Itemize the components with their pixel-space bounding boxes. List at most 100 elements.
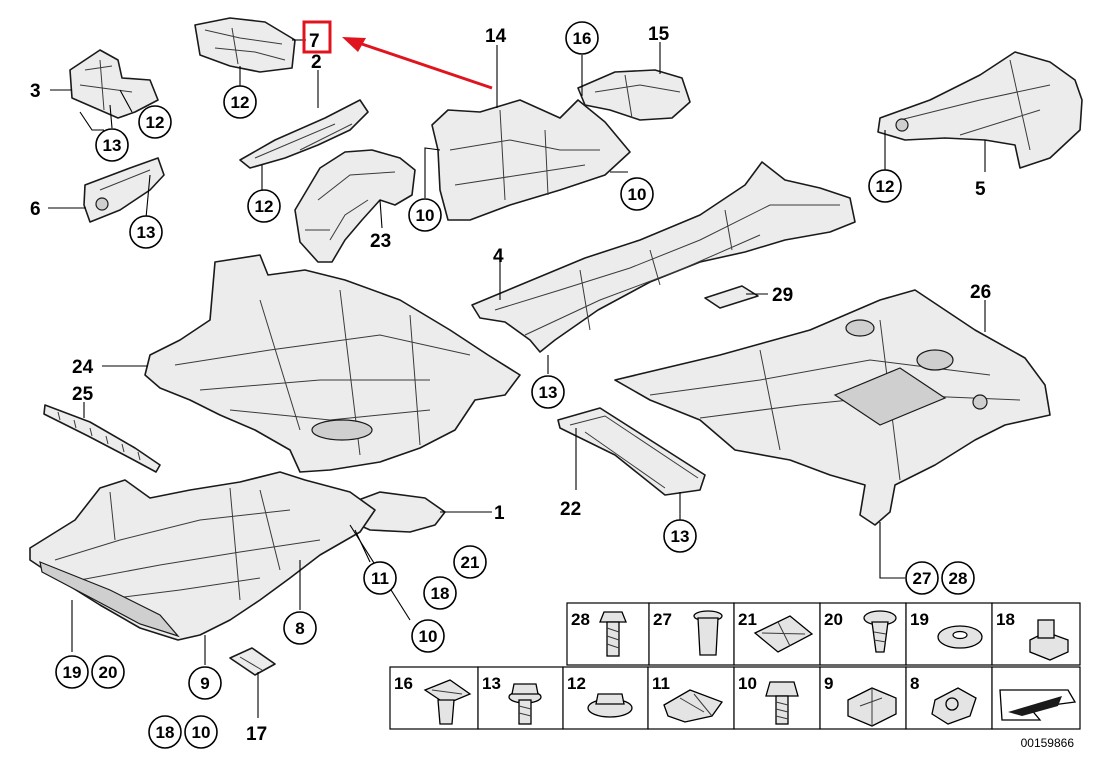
part-label-29: 29 — [772, 285, 793, 306]
svg-text:20: 20 — [99, 663, 118, 682]
hw-num-21: 21 — [738, 610, 757, 629]
callout-12: 12 — [223, 85, 257, 119]
svg-text:10: 10 — [192, 723, 211, 742]
part-24-shape — [144, 254, 521, 473]
part-label-5: 5 — [975, 179, 986, 200]
part-label-4: 4 — [493, 246, 504, 267]
svg-text:13: 13 — [137, 223, 156, 242]
callout-13: 13 — [95, 128, 129, 162]
callout-20: 20 — [91, 655, 125, 689]
part-label-6: 6 — [30, 199, 41, 220]
part-labels: 7 2 3 6 14 15 5 4 29 26 23 24 25 22 1 17 — [30, 20, 991, 745]
part-label-1: 1 — [494, 503, 505, 524]
part-label-22: 22 — [560, 499, 581, 520]
callout-12: 12 — [247, 189, 281, 223]
plastic-rivet-icon — [423, 679, 472, 725]
part-label-26: 26 — [970, 282, 991, 303]
callout-27: 27 — [905, 561, 939, 595]
part-label-15: 15 — [648, 24, 670, 45]
svg-text:18: 18 — [431, 584, 450, 603]
svg-text:18: 18 — [156, 723, 175, 742]
svg-text:16: 16 — [573, 29, 592, 48]
part-label-25: 25 — [72, 384, 94, 405]
callout-18: 18 — [423, 576, 457, 610]
callout-12: 12 — [868, 169, 902, 203]
diagram-id: 00159866 — [1021, 736, 1075, 750]
svg-text:21: 21 — [461, 553, 480, 572]
part-label-7: 7 — [309, 31, 320, 52]
hw-num-8: 8 — [910, 674, 919, 693]
callout-19: 19 — [55, 655, 89, 689]
part-label-23: 23 — [370, 231, 391, 252]
screw-icon — [765, 681, 799, 725]
part-17-shape — [229, 647, 276, 676]
callout-10: 10 — [620, 177, 654, 211]
hw-num-12: 12 — [567, 674, 586, 693]
callout-13: 13 — [531, 375, 565, 409]
part-2-shape — [239, 99, 369, 169]
hw-num-18: 18 — [996, 610, 1015, 629]
callout-16: 16 — [565, 21, 599, 55]
hw-num-28: 28 — [571, 610, 590, 629]
part-4-shape — [471, 161, 856, 353]
svg-text:8: 8 — [295, 619, 304, 638]
svg-text:11: 11 — [371, 569, 389, 588]
svg-text:27: 27 — [913, 569, 932, 588]
svg-text:12: 12 — [146, 113, 165, 132]
hw-num-20: 20 — [824, 610, 843, 629]
callout-21: 21 — [453, 545, 487, 579]
leader-lines — [48, 37, 986, 718]
callout-10: 10 — [184, 715, 218, 749]
part-14-shape — [431, 99, 631, 221]
highlight-box — [302, 20, 332, 54]
collar-nut-icon — [1029, 619, 1069, 661]
part-8-shape — [29, 471, 376, 641]
part-29-shape — [704, 285, 759, 309]
callout-28: 28 — [941, 561, 975, 595]
bracket-clip-icon — [931, 687, 977, 725]
callout-12: 12 — [138, 105, 172, 139]
foam-pad-icon — [753, 615, 814, 653]
part-25-shape — [43, 404, 161, 473]
svg-text:12: 12 — [231, 93, 250, 112]
callout-10: 10 — [411, 619, 445, 653]
svg-text:28: 28 — [949, 569, 968, 588]
part-23-shape — [294, 149, 416, 263]
svg-text:12: 12 — [255, 197, 274, 216]
callout-9: 9 — [188, 666, 222, 700]
svg-text:9: 9 — [200, 674, 209, 693]
clip-nut-icon — [847, 687, 897, 727]
callout-13: 13 — [129, 215, 163, 249]
hardware-table: 28 27 21 20 19 18 16 13 12 11 10 9 8 — [389, 602, 1081, 730]
hw-num-9: 9 — [824, 674, 833, 693]
hw-num-27: 27 — [653, 610, 672, 629]
part-26-shape — [614, 289, 1051, 526]
svg-text:19: 19 — [63, 663, 82, 682]
part-6-shape — [83, 157, 165, 223]
svg-text:10: 10 — [419, 627, 438, 646]
svg-text:13: 13 — [103, 136, 122, 155]
part-label-24: 24 — [72, 357, 94, 378]
svg-text:10: 10 — [628, 185, 647, 204]
flange-bolt-icon — [508, 683, 542, 725]
svg-text:10: 10 — [416, 206, 435, 225]
part-label-14: 14 — [485, 26, 507, 47]
hw-num-19: 19 — [910, 610, 929, 629]
washer-icon — [937, 625, 983, 649]
callout-13: 13 — [663, 519, 697, 553]
callouts: 12 12 13 13 12 16 10 10 12 13 13 21 11 1… — [55, 21, 975, 749]
part-label-17: 17 — [246, 724, 267, 745]
sleeve-icon — [693, 610, 723, 656]
part-22-shape — [557, 407, 706, 496]
hw-num-16: 16 — [394, 674, 413, 693]
hw-num-11: 11 — [652, 674, 670, 693]
part-label-3: 3 — [30, 81, 41, 102]
svg-text:13: 13 — [539, 383, 558, 402]
part-15-shape — [577, 69, 691, 121]
svg-text:12: 12 — [876, 177, 895, 196]
part-3-shape — [69, 49, 159, 119]
part-7-shape — [194, 17, 296, 73]
hw-num-13: 13 — [482, 674, 501, 693]
